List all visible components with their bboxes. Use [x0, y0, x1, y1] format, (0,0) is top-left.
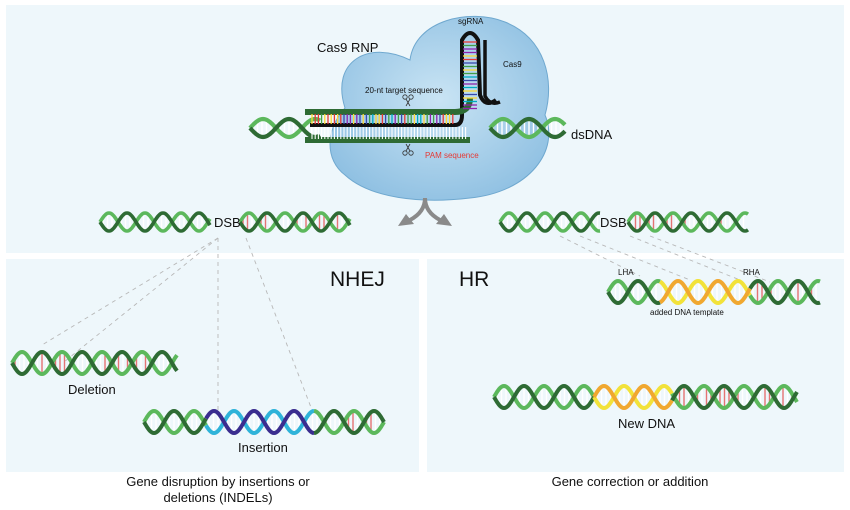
cas9-rnp-label: Cas9 RNP: [317, 40, 378, 55]
dsb-right-label: DSB: [600, 215, 627, 230]
deletion-helix: [12, 352, 177, 374]
dsdna-label: dsDNA: [571, 127, 612, 142]
insertion-helix: [144, 411, 384, 433]
hr-template-helix: [608, 281, 820, 303]
added-template-label: added DNA template: [650, 308, 724, 317]
target-sequence-label: 20-nt target sequence: [365, 86, 443, 95]
new-dna-label: New DNA: [618, 416, 675, 431]
insertion-label: Insertion: [238, 440, 288, 455]
deletion-label: Deletion: [68, 382, 116, 397]
caption-left: Gene disruption by insertions or deletio…: [108, 474, 328, 506]
rha-label: RHA: [743, 268, 760, 277]
nhej-title: NHEJ: [330, 268, 385, 292]
caption-right: Gene correction or addition: [520, 474, 740, 490]
sgrna-label: sgRNA: [458, 17, 483, 26]
hr-guide-lines: [560, 236, 770, 282]
hr-title: HR: [459, 268, 489, 292]
fork-arrow-icon: [410, 198, 440, 220]
dsb-left-label: DSB: [214, 215, 241, 230]
pam-sequence-label: PAM sequence: [425, 151, 479, 160]
lha-label: LHA: [618, 268, 634, 277]
new-dna-helix: [494, 386, 797, 408]
cas9-label: Cas9: [503, 60, 522, 69]
